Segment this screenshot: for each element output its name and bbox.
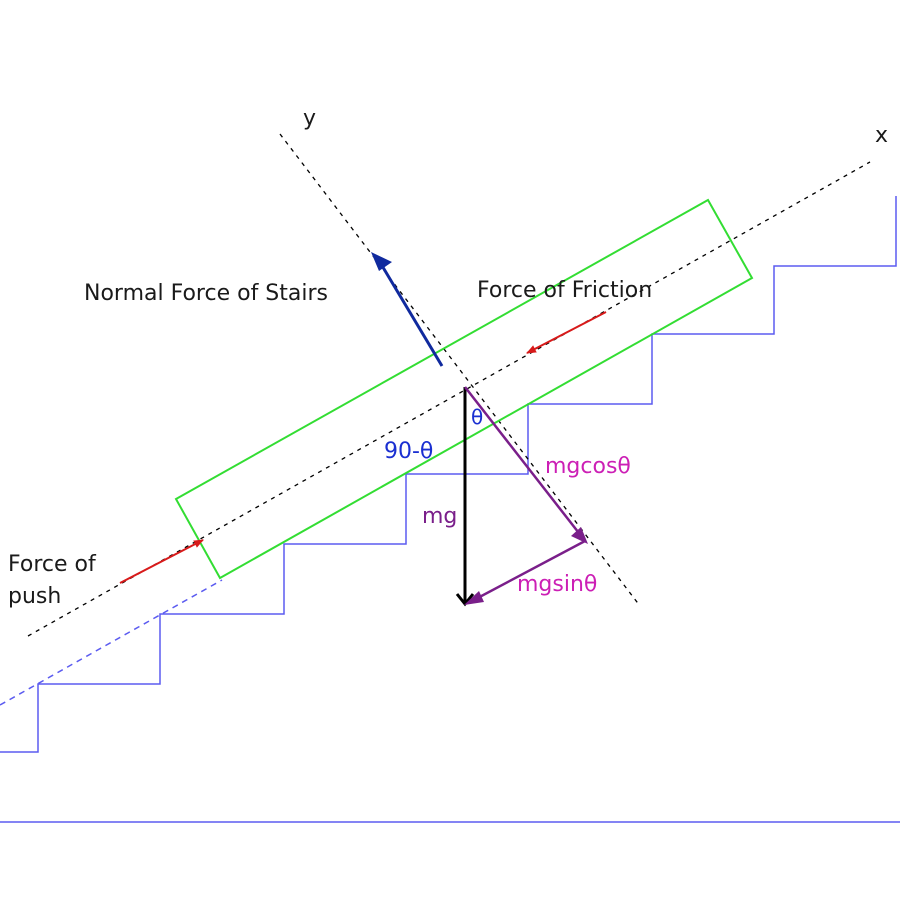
mgcos-label: mgcosθ bbox=[545, 454, 631, 479]
mgsin-label: mgsinθ bbox=[517, 572, 597, 597]
mgsin-arrowhead bbox=[464, 591, 484, 605]
x-axis-label: x bbox=[875, 123, 888, 148]
friction-arrow bbox=[526, 311, 607, 354]
friction-label: Force of Friction bbox=[477, 278, 652, 303]
object-box bbox=[174, 198, 754, 580]
normal-force-arrow bbox=[379, 263, 444, 367]
mgsin-arrow bbox=[471, 539, 586, 603]
stairs-outline bbox=[0, 196, 897, 753]
y-axis-dashed bbox=[279, 133, 641, 607]
normal-force-label: Normal Force of Stairs bbox=[84, 281, 328, 306]
push-arrow bbox=[119, 539, 204, 584]
ninety-minus-theta-label: 90-θ bbox=[384, 439, 433, 464]
weight-arrowhead bbox=[455, 593, 475, 607]
push-label-line2: push bbox=[8, 584, 61, 609]
y-axis-label: y bbox=[303, 106, 316, 131]
mgcos-arrow bbox=[464, 386, 583, 538]
mg-label: mg bbox=[422, 504, 457, 529]
theta-label: θ bbox=[471, 405, 483, 429]
incline-dashed-line bbox=[0, 579, 223, 706]
normal-force-arrowhead bbox=[371, 252, 392, 271]
push-label-line1: Force of bbox=[8, 552, 97, 577]
mgcos-arrowhead bbox=[571, 527, 588, 544]
